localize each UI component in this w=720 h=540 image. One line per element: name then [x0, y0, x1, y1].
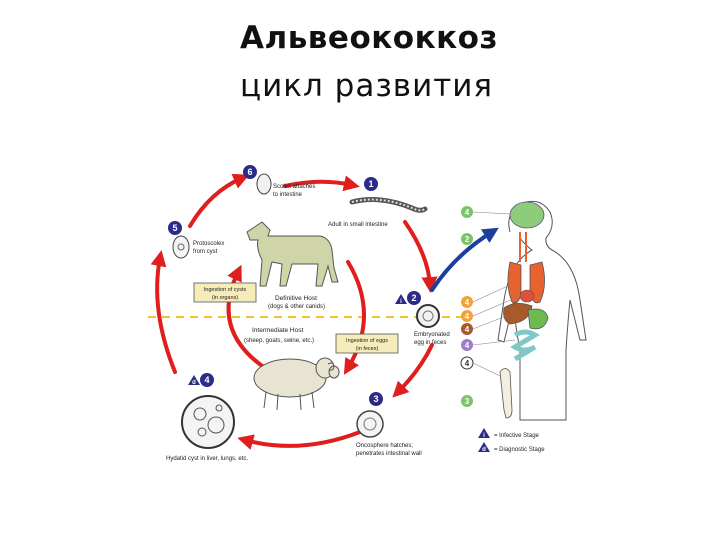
stage-4-badge [200, 373, 214, 387]
outer-cycle-arrows [150, 173, 438, 450]
bone-icon [499, 368, 513, 419]
blue-arrow-to-human [430, 227, 499, 292]
stage-6: 6 Scolex attaches to intestine [243, 165, 315, 198]
diagnostic-stage-marker [188, 375, 200, 385]
legend: i = Infective Stage d = Diagnostic Stage [478, 428, 545, 453]
legend-diagnostic-badge: d [482, 447, 486, 453]
ingestion-cysts-line2: (in organs) [212, 295, 238, 301]
stage-2: i 2 Embryonated egg in feces [395, 291, 450, 346]
definitive-host-sublabel: (dogs & other canids) [268, 304, 325, 310]
human-stage-badges: 4 2 4 4 4 4 4 3 [460, 206, 521, 407]
badge-liver-num: 4 [465, 325, 470, 334]
slide-title: Альвеококкоз [240, 20, 498, 56]
sheep-icon [253, 357, 340, 411]
badge-liver [461, 323, 473, 335]
badge-intestine-num: 4 [465, 341, 470, 350]
stage-2-label: Embryonated [414, 332, 450, 338]
stage-5: 5 Protoscolex from cyst [168, 221, 224, 259]
stage-6-label2: to intestine [273, 192, 303, 198]
stage-6-label: Scolex attaches [273, 184, 315, 190]
badge-intestine [461, 339, 473, 351]
stage-5-label2: from cyst [193, 249, 218, 255]
badge-lungs-num: 4 [465, 298, 470, 307]
intestine-organ [510, 329, 540, 362]
legend-diagnostic-icon [478, 442, 490, 452]
legend-infective-icon [478, 428, 490, 438]
badge-brain [461, 206, 473, 218]
legend-infective-badge: i [483, 433, 485, 439]
dog-icon [246, 221, 339, 287]
badge-heart-num: 4 [465, 312, 470, 321]
arrow-5-to-6 [188, 173, 250, 228]
stage-2-number: 2 [411, 293, 416, 303]
arrow-2-to-3 [392, 343, 434, 398]
stage-3-badge [369, 392, 383, 406]
heart-organ [519, 289, 535, 303]
badge-heart [461, 310, 473, 322]
stage-2-badge [407, 291, 421, 305]
badge-brain-num: 4 [465, 208, 470, 217]
stage-4-label: Hydatid cyst in liver, lungs, etc. [166, 456, 248, 462]
ingestion-eggs-line2: (in feces) [356, 346, 379, 352]
arrow-3-to-4 [237, 430, 362, 450]
stage-1-badge [364, 177, 378, 191]
intermediate-host-sublabel: (sheep, goats, swine, etc.) [244, 338, 314, 344]
ingestion-eggs-box [335, 333, 399, 354]
badge-blood-num: 2 [465, 235, 470, 244]
stage-3: 3 Oncosphere hatches; penetrates intesti… [356, 392, 422, 457]
legend-infective-label: = Infective Stage [494, 433, 540, 439]
scolex-icon [256, 173, 272, 195]
intermediate-host-label: Intermediate Host [252, 327, 303, 334]
stage-2-label2: egg in feces [414, 340, 446, 346]
stage-1-label: Adult in small intestine [328, 222, 388, 228]
stage-1: 1 Adult in small intestine [328, 177, 428, 228]
badge-bone-num: 4 [465, 359, 470, 368]
stage-6-badge [243, 165, 257, 179]
arrow-egg-to-sheep [343, 260, 366, 375]
badge-intestine-3-num: 3 [465, 397, 470, 406]
stage-3-label2: penetrates intestinal wall [356, 451, 422, 457]
definitive-host-label: Definitive Host [275, 295, 317, 302]
badge-blood [461, 233, 473, 245]
ingestion-cysts-box [193, 282, 257, 303]
arrow-1-to-2 [403, 220, 438, 293]
stage-5-badge [168, 221, 182, 235]
badge-lungs [461, 296, 473, 308]
stage-4-number: 4 [204, 375, 209, 385]
liver-organ [503, 303, 533, 325]
svg-text:i: i [400, 299, 402, 305]
arrow-6-to-1 [283, 175, 360, 192]
ingestion-eggs-line1: Ingestion of eggs [346, 338, 388, 344]
trachea-organ [519, 232, 527, 262]
protoscolex-icon [172, 235, 190, 259]
hydatid-cyst-icon [181, 395, 235, 449]
stage-3-label: Oncosphere hatches; [356, 443, 413, 449]
stage-4: d 4 Hydatid cyst in liver, lungs, etc. [166, 373, 248, 462]
arrow-4-to-5 [150, 250, 177, 374]
stage-1-number: 1 [368, 179, 373, 189]
svg-text:d: d [192, 380, 196, 386]
brain-organ [509, 201, 545, 229]
stage-3-number: 3 [373, 394, 378, 404]
infective-stage-marker [395, 294, 407, 304]
legend-diagnostic-label: = Diagnostic Stage [494, 447, 545, 453]
badge-intestine-3 [461, 395, 473, 407]
ingestion-cysts-line1: Ingestion of cysts [204, 287, 247, 293]
slide-subtitle: цикл развития [240, 68, 494, 104]
egg-icon [416, 304, 440, 328]
stage-5-label: Protoscolex [193, 241, 224, 247]
stomach-organ [527, 308, 549, 330]
stage-5-number: 5 [172, 223, 177, 233]
stage-6-number: 6 [247, 167, 252, 177]
oncosphere-icon [356, 410, 384, 438]
